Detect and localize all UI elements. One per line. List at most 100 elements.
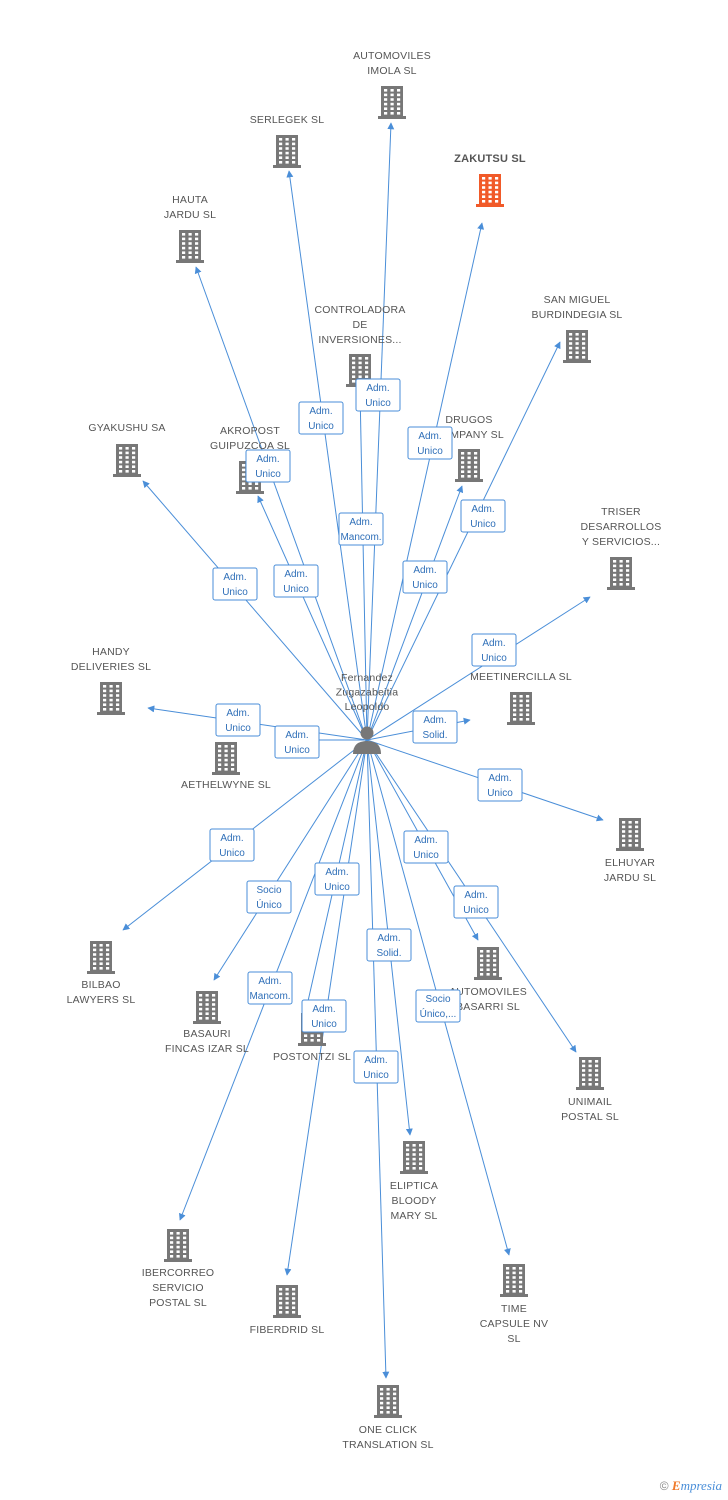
relation-text: Unico (487, 788, 513, 799)
relation-badge-gyakushu[interactable]: Adm.Unico (212, 567, 258, 601)
relation-badge-triser[interactable]: Adm. Unico (471, 633, 517, 667)
relation-text: Adm. (220, 833, 243, 844)
relation-text: Unico (365, 398, 391, 409)
company-label: IBERCORREO (142, 1267, 215, 1279)
company-label: BASAURI (183, 1028, 231, 1040)
relation-text: Adm. (488, 773, 511, 784)
building-icon (507, 692, 535, 725)
company-label: MARY SL (390, 1210, 437, 1222)
building-icon (500, 1264, 528, 1297)
relation-text: Adm. (366, 383, 389, 394)
relation-badge-eliptica[interactable]: Adm.Solid. (366, 928, 412, 962)
relation-text: Solid. (422, 730, 447, 741)
relation-text: Unico (311, 1019, 337, 1030)
relation-badge-unimail[interactable]: Adm.Unico (453, 885, 499, 919)
relation-text: Adm. (256, 454, 279, 465)
relation-text: Unico (481, 653, 507, 664)
relation-text: Unico (413, 850, 439, 861)
person-name: Zugazabeitia (336, 687, 399, 699)
relation-labels-layer: Adm.UnicoAdm.UnicoAdm.UnicoAdm.UnicoAdm.… (209, 378, 523, 1084)
edge-basauri (213, 739, 368, 981)
building-icon (576, 1057, 604, 1090)
relation-text: Unico (417, 446, 443, 457)
relation-badge-postontzi[interactable]: Adm.Unico (301, 999, 347, 1033)
building-icon (87, 941, 115, 974)
relation-text: Adm. (364, 1055, 387, 1066)
relation-text: Único (256, 898, 282, 911)
company-label: JARDU SL (604, 872, 656, 884)
relation-badge-serlegek[interactable]: Adm.Unico (298, 401, 344, 435)
company-node-aethelwyne[interactable]: AETHELWYNE SL (181, 742, 271, 791)
relation-badge-drugos[interactable]: Adm.Unico (402, 560, 448, 594)
relation-badge-akropost[interactable]: Adm.Unico (273, 564, 319, 598)
relation-text: Unico (463, 905, 489, 916)
relation-badge-handy[interactable]: Adm.Unico (215, 703, 261, 737)
edge-gyakushu (142, 480, 368, 741)
relation-badge-controladora[interactable]: Adm.Mancom. (338, 512, 384, 546)
relation-badge-fiberdrid[interactable]: Adm.Unico (314, 862, 360, 896)
company-label: AUTOMOVILES (449, 986, 527, 998)
company-label: IMOLA SL (367, 65, 416, 77)
relation-text: Adm. (377, 933, 400, 944)
edge-hauta-jardu (194, 266, 368, 741)
edge-drugos (366, 485, 464, 741)
person-name: Fernandez (341, 672, 393, 684)
building-icon (212, 742, 240, 775)
relation-badge-hauta-jardu[interactable]: Adm. Unico (245, 449, 291, 483)
relation-badge-elhuyar[interactable]: Adm. Unico (477, 768, 523, 802)
relation-text: Unico (470, 519, 496, 530)
building-icon (193, 991, 221, 1024)
company-label: Y SERVICIOS... (582, 536, 660, 548)
relation-text: Adm. (423, 715, 446, 726)
relation-badge-automoviles-imola[interactable]: Adm. Unico (355, 378, 401, 412)
relation-text: Adm. (482, 638, 505, 649)
company-label: BASARRI SL (456, 1001, 520, 1013)
relation-badge-aethelwyne[interactable]: Adm.Unico (274, 725, 320, 759)
relation-badge-bilbao-lawyers[interactable]: Adm.Unico (209, 828, 255, 862)
relation-badge-san-miguel[interactable]: Adm.Unico (460, 499, 506, 533)
building-icon (474, 947, 502, 980)
company-node-automoviles-basarri[interactable]: AUTOMOVILES BASARRI SL (449, 947, 527, 1013)
relation-badge-automoviles-basarri[interactable]: Adm.Unico (403, 830, 449, 864)
relation-text: Adm. (258, 976, 281, 987)
company-node-fiberdrid[interactable]: FIBERDRID SL (250, 1285, 325, 1336)
company-node-zakutsu[interactable]: ZAKUTSU SL (454, 153, 526, 207)
relation-text: Adm. (285, 730, 308, 741)
company-label: SL (507, 1333, 520, 1345)
company-node-serlegek[interactable]: SERLEGEK SL (250, 114, 325, 168)
company-label: ELIPTICA (390, 1180, 438, 1192)
relation-text: Unico (255, 469, 281, 480)
relation-badge-time-capsule[interactable]: SocioÚnico,... (415, 989, 461, 1023)
edge-automoviles-imola (366, 122, 395, 741)
relation-badge-meetinercilla[interactable]: Adm. Solid. (412, 710, 458, 744)
company-node-controladora[interactable]: CONTROLADORADEINVERSIONES... (314, 304, 405, 387)
relation-badge-one-click[interactable]: Adm.Unico (353, 1050, 399, 1084)
relation-badge-zakutsu[interactable]: Adm.Unico (407, 426, 453, 460)
edge-triser (366, 596, 591, 741)
company-label: SERLEGEK SL (250, 114, 325, 126)
company-node-meetinercilla[interactable]: MEETINERCILLA SL (470, 671, 572, 725)
company-node-gyakushu[interactable]: GYAKUSHU SA (88, 422, 165, 477)
relation-text: Unico (225, 723, 251, 734)
building-icon (176, 230, 204, 263)
edge-akropost (257, 495, 368, 741)
relation-badge-ibercorreo[interactable]: Adm.Mancom. (247, 971, 293, 1005)
company-label: POSTONTZI SL (273, 1051, 351, 1063)
footer-brand[interactable]: © Empresia (660, 1478, 722, 1494)
